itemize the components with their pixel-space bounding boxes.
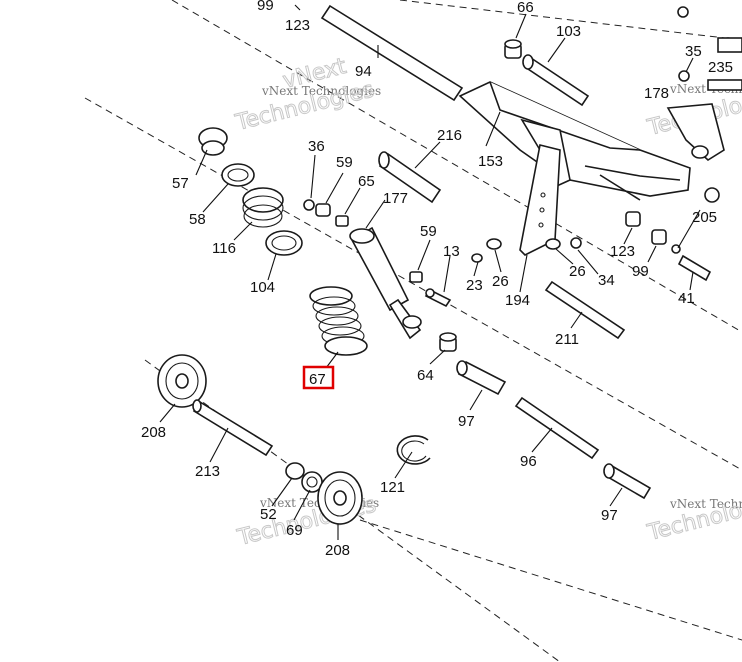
part-116-spring-seat — [242, 187, 284, 228]
label-97-lower[interactable]: 97 — [601, 507, 618, 524]
label-96[interactable]: 96 — [520, 453, 537, 470]
label-66[interactable]: 66 — [517, 0, 534, 16]
label-67[interactable]: 67 — [309, 371, 326, 388]
part-121-circlip — [396, 435, 431, 465]
part-216-tube — [378, 151, 442, 204]
label-64[interactable]: 64 — [417, 367, 434, 384]
label-205[interactable]: 205 — [692, 209, 717, 226]
label-216[interactable]: 216 — [437, 127, 462, 144]
part-26-washer — [471, 238, 561, 263]
label-99-right[interactable]: 99 — [632, 263, 649, 280]
label-23[interactable]: 23 — [466, 277, 483, 294]
label-178[interactable]: 178 — [644, 85, 669, 102]
label-97[interactable]: 97 — [458, 413, 475, 430]
part-97-tube-lower — [603, 463, 652, 500]
label-26-right[interactable]: 26 — [569, 263, 586, 280]
label-41[interactable]: 41 — [678, 290, 695, 307]
part-103-rod — [522, 54, 590, 107]
part-41-bolt — [677, 254, 712, 282]
label-58[interactable]: 58 — [189, 211, 206, 228]
part-67-spring — [309, 286, 368, 356]
label-103[interactable]: 103 — [556, 23, 581, 40]
label-177[interactable]: 177 — [383, 190, 408, 207]
label-211[interactable]: 211 — [555, 331, 579, 348]
part-13-bolt — [424, 288, 452, 308]
label-194[interactable]: 194 — [505, 292, 530, 309]
part-104-ring — [265, 230, 303, 256]
part-59-nut — [409, 271, 423, 283]
part-57-cap — [198, 127, 228, 156]
part-labels: 99 123 66 103 35 235 178 94 36 59 216 15… — [141, 0, 733, 559]
part-177-shock — [349, 226, 422, 340]
highlighted-part-67[interactable]: 67 — [302, 365, 335, 390]
label-59-lower[interactable]: 59 — [420, 223, 437, 240]
label-35[interactable]: 35 — [685, 43, 702, 60]
label-121[interactable]: 121 — [380, 479, 405, 496]
part-123-bushing — [625, 211, 641, 227]
label-208-lower[interactable]: 208 — [325, 542, 350, 559]
leader-lines — [159, 4, 701, 540]
part-211-rod — [544, 280, 626, 340]
label-116[interactable]: 116 — [212, 240, 236, 257]
label-34[interactable]: 34 — [598, 272, 615, 289]
label-123[interactable]: 123 — [285, 17, 310, 34]
label-94[interactable]: 94 — [355, 63, 372, 80]
part-235-bolt — [707, 37, 742, 91]
label-208[interactable]: 208 — [141, 424, 166, 441]
highlight-box — [302, 365, 335, 390]
part-94-rod — [320, 4, 464, 102]
label-59[interactable]: 59 — [336, 154, 353, 171]
part-34-nut — [570, 237, 582, 249]
label-235[interactable]: 235 — [708, 59, 733, 76]
part-36-nut — [303, 199, 315, 211]
label-123-right[interactable]: 123 — [610, 243, 635, 260]
label-104[interactable]: 104 — [250, 279, 275, 296]
watermark-text: vNext Technologies — [669, 497, 742, 511]
label-69[interactable]: 69 — [286, 522, 303, 539]
watermark-text: vNext Technologies — [261, 84, 381, 98]
label-213[interactable]: 213 — [195, 463, 220, 480]
part-208-wheel — [157, 354, 207, 408]
part-213-axle — [192, 399, 274, 457]
part-97-tube — [456, 360, 507, 396]
part-66-bushing — [504, 39, 522, 59]
label-26[interactable]: 26 — [492, 273, 509, 290]
part-96-rod — [514, 396, 600, 460]
part-52-ring — [285, 462, 305, 480]
part-208-wheel-lower — [317, 471, 363, 525]
part-58-ring — [221, 163, 255, 187]
part-59-bushing — [315, 203, 331, 217]
label-13[interactable]: 13 — [443, 243, 460, 260]
label-99[interactable]: 99 — [257, 0, 274, 14]
part-64-bushing — [439, 332, 457, 352]
label-153[interactable]: 153 — [478, 153, 503, 170]
part-99-bushing — [651, 229, 667, 245]
part-205-nut — [671, 187, 720, 254]
label-52[interactable]: 52 — [260, 506, 277, 523]
label-57[interactable]: 57 — [172, 175, 189, 192]
part-153-swing-arm — [458, 81, 725, 256]
label-36[interactable]: 36 — [308, 138, 325, 155]
label-65[interactable]: 65 — [358, 173, 375, 190]
part-65-spacer — [335, 215, 349, 227]
